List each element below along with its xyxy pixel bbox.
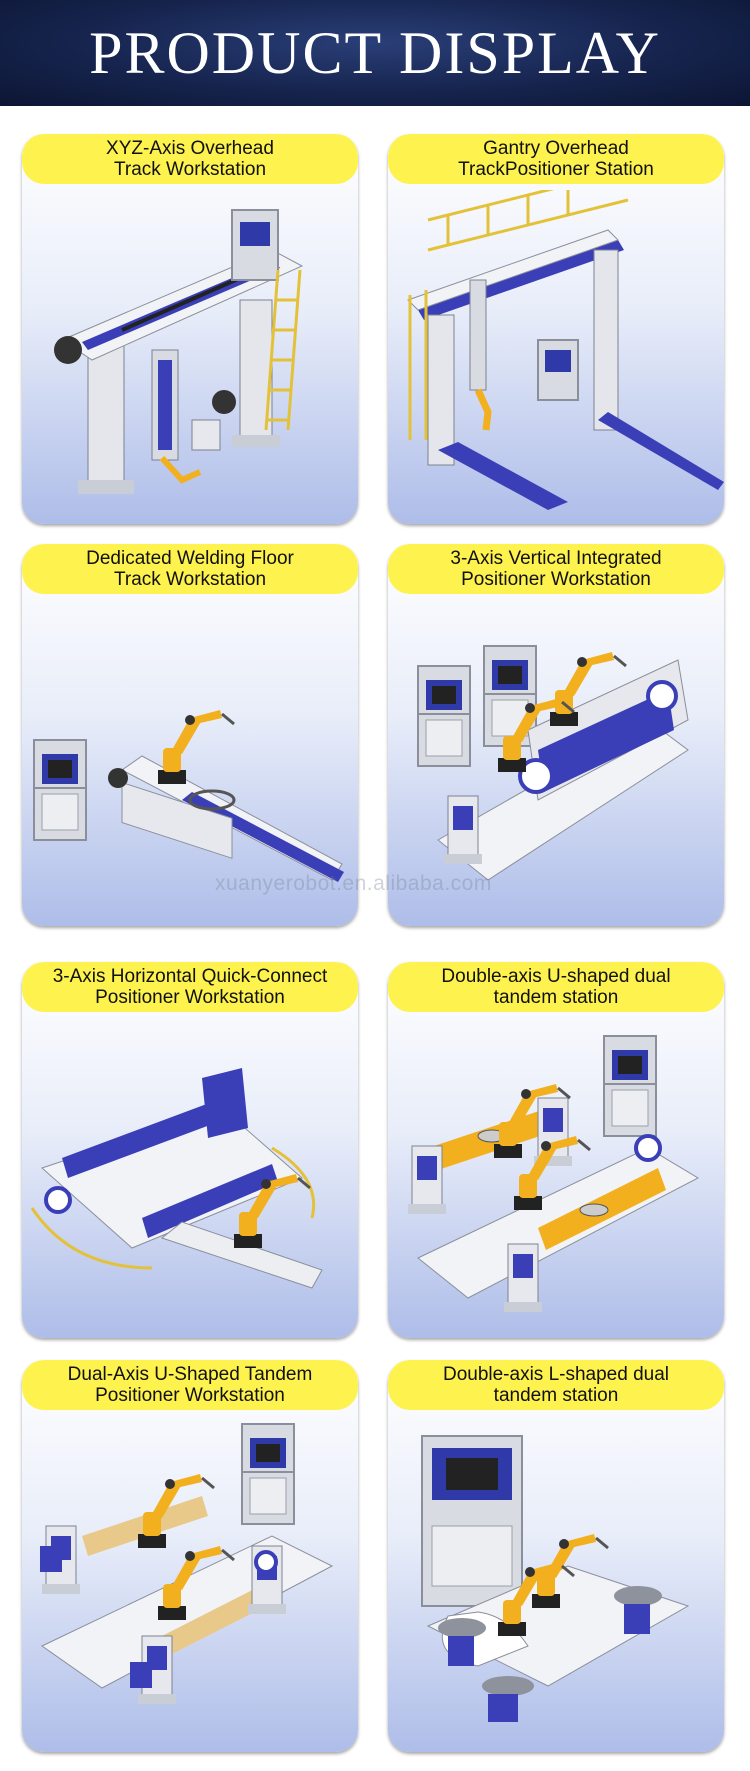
product-card-floor-track[interactable]: Dedicated Welding Floor Track Workstatio…	[22, 544, 358, 926]
product-card-gantry-overhead[interactable]: Gantry Overhead TrackPositioner Station	[388, 134, 724, 524]
banner-title: PRODUCT DISPLAY	[89, 19, 661, 86]
l-shaped-station-icon	[421, 1435, 690, 1722]
floor-track-robot-icon	[33, 708, 344, 882]
product-label-line1: Gantry Overhead	[483, 138, 629, 159]
product-label-line2: Track Workstation	[113, 159, 267, 180]
product-label-line2: Positioner Workstation	[95, 1385, 285, 1406]
product-label-line2: Track Workstation	[113, 569, 267, 590]
product-label-line2: tandem station	[493, 1385, 619, 1406]
product-label: Double-axis L-shaped dual tandem station	[388, 1360, 724, 1410]
product-label: 3-Axis Horizontal Quick-Connect Position…	[22, 962, 358, 1012]
gantry-track-icon	[407, 190, 724, 510]
horizontal-positioner-icon	[30, 1068, 323, 1289]
product-label: Dedicated Welding Floor Track Workstatio…	[22, 544, 358, 594]
watermark: xuanyerobot.en.alibaba.com	[215, 872, 492, 895]
product-label-line1: Double-axis U-shaped dual	[441, 966, 671, 987]
overhead-gantry-icon	[54, 209, 304, 494]
product-label-line1: Double-axis L-shaped dual	[442, 1364, 670, 1385]
product-label: Double-axis U-shaped dual tandem station	[388, 962, 724, 1012]
product-label-line1: 3-Axis Vertical Integrated	[450, 548, 662, 569]
product-label-line2: tandem station	[493, 987, 619, 1008]
product-label-line2: Positioner Workstation	[95, 987, 285, 1008]
product-label-line2: Positioner Workstation	[461, 569, 651, 590]
product-card-u-shaped-station[interactable]: Double-axis U-shaped dual tandem station	[388, 962, 724, 1338]
product-label: XYZ-Axis Overhead Track Workstation	[22, 134, 358, 184]
u-shaped-tandem-icon	[40, 1423, 334, 1705]
product-card-l-shaped-station[interactable]: Double-axis L-shaped dual tandem station	[388, 1360, 724, 1752]
product-label-line2: TrackPositioner Station	[458, 159, 654, 180]
product-card-vertical-positioner[interactable]: 3-Axis Vertical Integrated Positioner Wo…	[388, 544, 724, 926]
product-label-line1: Dedicated Welding Floor	[86, 548, 294, 569]
product-label-line1: 3-Axis Horizontal Quick-Connect	[52, 966, 328, 987]
product-label: Gantry Overhead TrackPositioner Station	[388, 134, 724, 184]
product-label: 3-Axis Vertical Integrated Positioner Wo…	[388, 544, 724, 594]
product-label-line1: Dual-Axis U-Shaped Tandem	[67, 1364, 313, 1385]
vertical-positioner-icon	[417, 645, 689, 881]
product-label-line1: XYZ-Axis Overhead	[106, 138, 274, 159]
product-card-xyz-overhead[interactable]: XYZ-Axis Overhead Track Workstation	[22, 134, 358, 524]
product-card-horizontal-positioner[interactable]: 3-Axis Horizontal Quick-Connect Position…	[22, 962, 358, 1338]
u-shaped-station-icon	[407, 1035, 700, 1313]
banner: PRODUCT DISPLAY	[0, 0, 750, 106]
product-card-u-shaped-tandem[interactable]: Dual-Axis U-Shaped Tandem Positioner Wor…	[22, 1360, 358, 1752]
product-label: Dual-Axis U-Shaped Tandem Positioner Wor…	[22, 1360, 358, 1410]
